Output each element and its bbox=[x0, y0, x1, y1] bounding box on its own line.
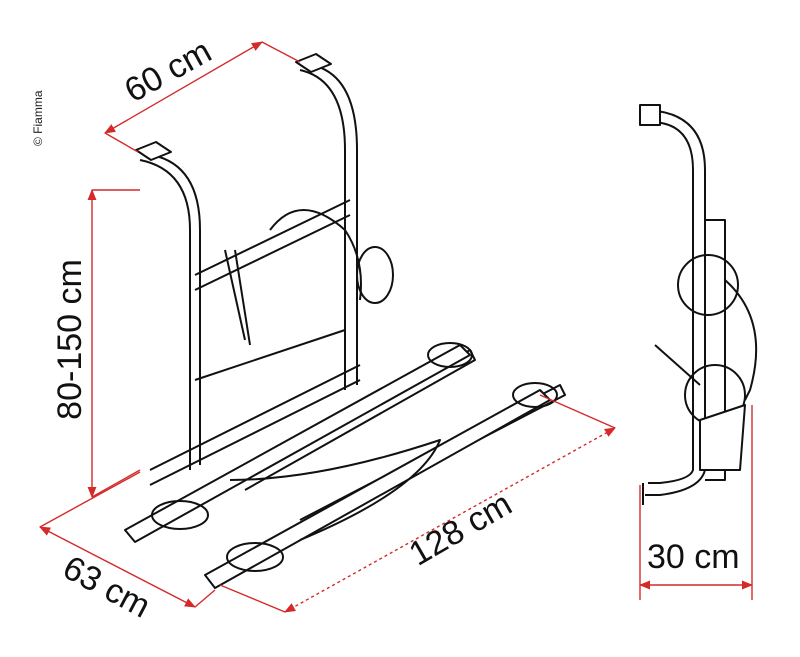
rack-side-view bbox=[639, 104, 758, 505]
dimension-line-128 bbox=[284, 427, 616, 613]
dimension-lines bbox=[39, 41, 754, 613]
dimension-line-60 bbox=[104, 41, 263, 134]
dimension-line-63 bbox=[39, 526, 196, 608]
copyright-label: © Fiamma bbox=[31, 90, 45, 146]
dimension-label-80-150: 80-150 cm bbox=[50, 259, 89, 420]
dimension-label-30: 30 cm bbox=[647, 538, 740, 576]
